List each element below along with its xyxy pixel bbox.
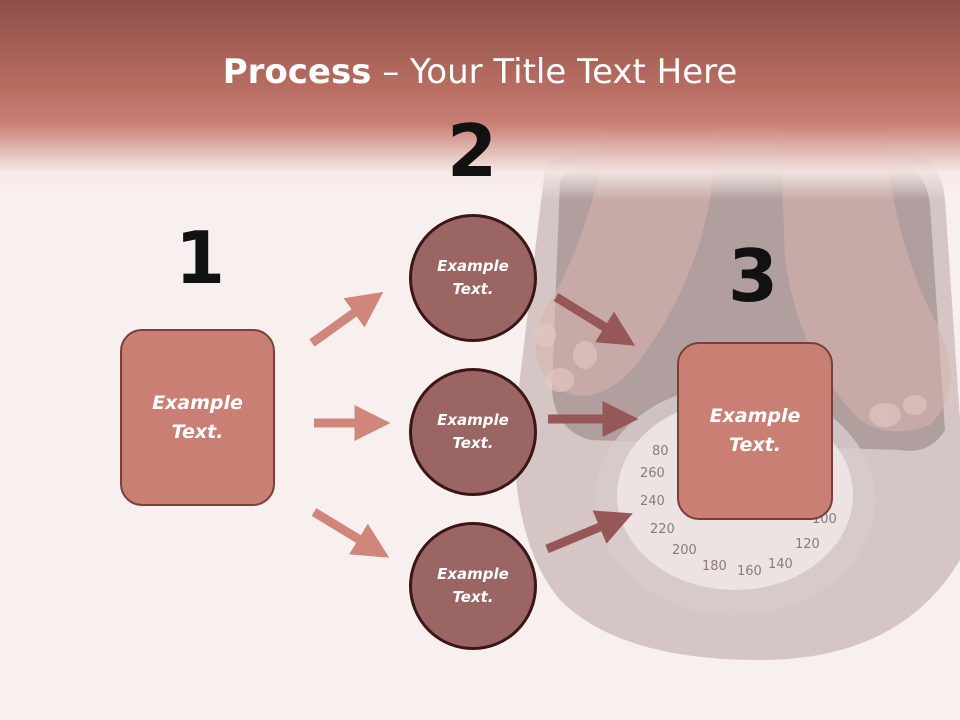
scale-number: 200 xyxy=(672,543,697,558)
arrow-down-right xyxy=(311,508,390,558)
arrow-down-right-dark xyxy=(553,293,636,346)
step-2-circle-middle: Example Text. xyxy=(409,368,537,496)
arrow-up-right xyxy=(309,291,384,347)
arrow-up-right-dark xyxy=(545,510,633,554)
scale-number: 240 xyxy=(640,494,665,509)
scale-number: 140 xyxy=(768,557,793,572)
scale-number: 180 xyxy=(702,559,727,574)
scale-number: 260 xyxy=(640,466,665,481)
step-number-2: 2 xyxy=(446,109,498,193)
step-1-box: Example Text. xyxy=(120,329,275,506)
scale-number: 80 xyxy=(652,444,669,459)
scale-number: 220 xyxy=(650,522,675,537)
step-number-3: 3 xyxy=(727,234,779,318)
title-rest: – Your Title Text Here xyxy=(371,52,738,92)
step-number-1: 1 xyxy=(174,216,226,300)
title-band xyxy=(0,0,960,200)
step-2-circle-bottom: Example Text. xyxy=(409,522,537,650)
step-2-circle-top: Example Text. xyxy=(409,214,537,342)
title-bold: Process xyxy=(222,52,372,92)
slide-title: Process – Your Title Text Here xyxy=(0,52,960,92)
scale-number: 120 xyxy=(795,537,820,552)
scale-number: 160 xyxy=(737,564,762,579)
step-3-box: Example Text. xyxy=(677,342,833,520)
